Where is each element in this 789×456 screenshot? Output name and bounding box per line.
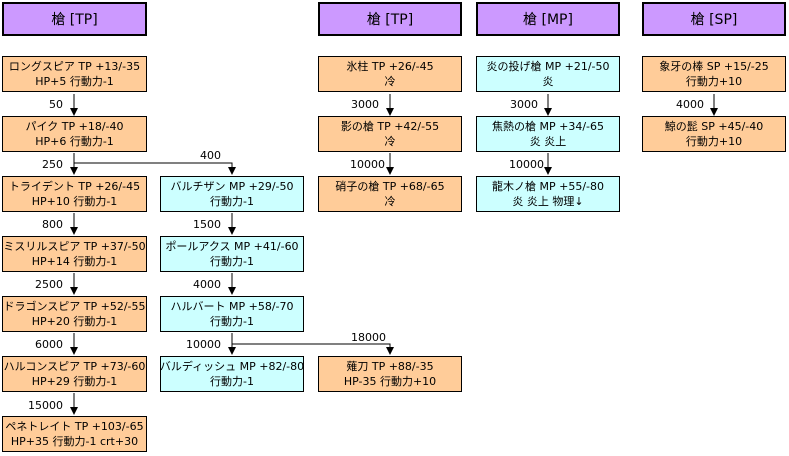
node-flame-javelin: 炎の投げ槍 MP +21/-50 炎: [476, 56, 620, 92]
node-stats: バルチザン MP +29/-50: [170, 180, 294, 193]
node-stats: 象牙の棒 SP +15/-25: [659, 60, 769, 73]
cost-label: 800: [42, 218, 63, 231]
node-stats: ハルコンスピア TP +73/-60: [3, 360, 146, 373]
node-effects: 行動力+10: [685, 75, 743, 88]
node-effects: HP+14 行動力-1: [31, 255, 118, 268]
header-spear-tp-2: 槍 [TP]: [318, 2, 462, 36]
node-stats: ハルバート MP +58/-70: [170, 300, 294, 313]
node-long-spear: ロングスピア TP +13/-35 HP+5 行動力-1: [2, 56, 147, 92]
node-stats: 氷柱 TP +26/-45: [346, 60, 434, 73]
cost-label: 6000: [35, 338, 63, 351]
header-spear-mp: 槍 [MP]: [476, 2, 620, 36]
node-scorching-spear: 焦熱の槍 MP +34/-65 炎 炎上: [476, 116, 620, 152]
node-stats: 鯨の髭 SP +45/-40: [664, 120, 764, 133]
node-effects: 行動力+10: [685, 135, 743, 148]
node-effects: HP+35 行動力-1 crt+30: [10, 435, 139, 448]
node-whale-whisker: 鯨の髭 SP +45/-40 行動力+10: [642, 116, 786, 152]
node-stats: ロングスピア TP +13/-35: [8, 60, 141, 73]
node-bardiche: バルディッシュ MP +82/-80 行動力-1: [160, 356, 304, 392]
node-effects: 行動力-1: [210, 315, 254, 328]
node-mithril-spear: ミスリルスピア TP +37/-50 HP+14 行動力-1: [2, 236, 147, 272]
node-effects: HP+5 行動力-1: [35, 75, 114, 88]
node-stats: バルディッシュ MP +82/-80: [160, 360, 304, 373]
node-stats: ペネトレイト TP +103/-65: [5, 420, 144, 433]
cost-label: 4000: [193, 278, 221, 291]
node-effects: HP+10 行動力-1: [31, 195, 118, 208]
cost-label: 50: [49, 98, 63, 111]
node-pike: パイク TP +18/-40 HP+6 行動力-1: [2, 116, 147, 152]
cost-label: 4000: [676, 98, 704, 111]
node-stats: ドラゴンスピア TP +52/-55: [3, 300, 146, 313]
node-stats: 硝子の槍 TP +68/-65: [335, 180, 445, 193]
node-effects: HP+20 行動力-1: [31, 315, 118, 328]
node-stats: 影の槍 TP +42/-55: [340, 120, 440, 133]
cost-label: 10000: [186, 338, 221, 351]
node-effects: 行動力-1: [210, 195, 254, 208]
cost-label: 15000: [28, 399, 63, 412]
node-harukon-spear: ハルコンスピア TP +73/-60 HP+29 行動力-1: [2, 356, 147, 392]
node-pole-axe: ポールアクス MP +41/-60 行動力-1: [160, 236, 304, 272]
cost-label: 3000: [510, 98, 538, 111]
node-dragon-spear: ドラゴンスピア TP +52/-55 HP+20 行動力-1: [2, 296, 147, 332]
node-effects: 行動力-1: [210, 375, 254, 388]
node-icicle: 氷柱 TP +26/-45 冷: [318, 56, 462, 92]
node-effects: 炎 炎上 物理↓: [512, 195, 584, 208]
node-stats: パイク TP +18/-40: [25, 120, 124, 133]
header-spear-sp: 槍 [SP]: [642, 2, 786, 36]
cost-label: 10000: [509, 158, 544, 171]
header-spear-tp-1: 槍 [TP]: [2, 2, 147, 36]
cost-label: 18000: [351, 331, 386, 344]
node-effects: HP-35 行動力+10: [343, 375, 437, 388]
cost-label: 3000: [351, 98, 379, 111]
cost-label: 1500: [193, 218, 221, 231]
node-stats: トライデント TP +26/-45: [8, 180, 141, 193]
node-dragonwood-spear: 龍木ノ槍 MP +55/-80 炎 炎上 物理↓: [476, 176, 620, 212]
node-shadow-spear: 影の槍 TP +42/-55 冷: [318, 116, 462, 152]
node-glass-spear: 硝子の槍 TP +68/-65 冷: [318, 176, 462, 212]
node-naginata: 薙刀 TP +88/-35 HP-35 行動力+10: [318, 356, 462, 392]
node-stats: 薙刀 TP +88/-35: [346, 360, 434, 373]
node-effects: 炎: [542, 75, 554, 88]
node-stats: ポールアクス MP +41/-60: [165, 240, 299, 253]
cost-label: 10000: [350, 158, 385, 171]
cost-label: 250: [42, 158, 63, 171]
node-effects: 行動力-1: [210, 255, 254, 268]
node-stats: ミスリルスピア TP +37/-50: [3, 240, 146, 253]
node-stats: 炎の投げ槍 MP +21/-50: [486, 60, 610, 73]
node-effects: HP+6 行動力-1: [35, 135, 114, 148]
cost-label: 2500: [35, 278, 63, 291]
node-effects: 冷: [384, 195, 396, 208]
node-halberd: ハルバート MP +58/-70 行動力-1: [160, 296, 304, 332]
cost-label: 400: [200, 149, 221, 162]
node-stats: 龍木ノ槍 MP +55/-80: [491, 180, 604, 193]
node-penetrate: ペネトレイト TP +103/-65 HP+35 行動力-1 crt+30: [2, 416, 147, 452]
node-effects: HP+29 行動力-1: [31, 375, 118, 388]
node-trident: トライデント TP +26/-45 HP+10 行動力-1: [2, 176, 147, 212]
node-partisan: バルチザン MP +29/-50 行動力-1: [160, 176, 304, 212]
node-effects: 冷: [384, 135, 396, 148]
node-effects: 炎 炎上: [529, 135, 567, 148]
node-stats: 焦熱の槍 MP +34/-65: [491, 120, 604, 133]
node-effects: 冷: [384, 75, 396, 88]
node-ivory-staff: 象牙の棒 SP +15/-25 行動力+10: [642, 56, 786, 92]
